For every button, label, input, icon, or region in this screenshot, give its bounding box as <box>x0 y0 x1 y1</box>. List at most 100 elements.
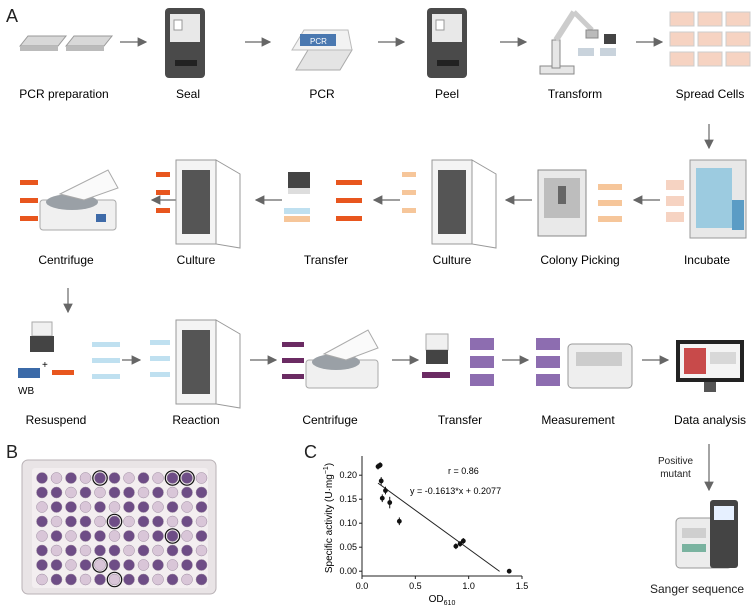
data-point <box>506 568 512 574</box>
plate-well <box>195 544 208 557</box>
workflow-diagram: PCR <box>18 8 751 427</box>
plate-well <box>94 515 106 528</box>
plate-well <box>166 573 179 586</box>
plate-well <box>50 486 63 499</box>
positive-mutant-label: Positive mutant <box>658 455 693 481</box>
x-axis-label: OD610 <box>429 594 456 606</box>
sanger-sequence-label: Sanger sequence <box>650 582 745 596</box>
plate-well <box>195 501 208 513</box>
step-label-seal: Seal <box>176 87 200 101</box>
plate-well <box>94 486 106 499</box>
plate-well <box>181 486 193 499</box>
plate-well <box>36 515 48 528</box>
plate-well <box>79 573 92 586</box>
step-label-transfer-2: Transfer <box>438 413 482 427</box>
well-grid <box>36 470 208 588</box>
annotation-equation: y = -0.1613*x + 0.2077 <box>410 486 501 496</box>
plate-well <box>123 472 135 484</box>
plate-well <box>181 515 193 528</box>
plate-well <box>50 559 63 571</box>
panel-label-b: B <box>6 442 19 462</box>
plate-well <box>50 544 63 557</box>
plate-well <box>79 544 92 557</box>
plate-well <box>108 530 121 542</box>
plate-well <box>79 530 92 542</box>
step-label-data-analysis: Data analysis <box>674 413 746 427</box>
step-label-reaction: Reaction <box>172 413 219 427</box>
y-axis-label: Specific activity (U·mg−1) <box>323 463 335 573</box>
plate-well <box>108 515 121 528</box>
data-point <box>378 478 384 484</box>
y-tick-label: 0.00 <box>339 566 357 576</box>
annotation-r: r = 0.86 <box>448 466 479 476</box>
plate-well <box>50 501 63 513</box>
step-label-culture-2: Culture <box>433 253 472 267</box>
x-tick-label: 0.0 <box>356 581 369 591</box>
plate-well <box>36 573 48 586</box>
plate-well <box>65 515 77 528</box>
plate-well <box>108 501 121 513</box>
plate-well <box>94 559 106 571</box>
step-label-colony-picking: Colony Picking <box>540 253 619 267</box>
plate-well <box>152 559 164 571</box>
plate-well <box>36 530 48 542</box>
plate-well <box>79 472 92 484</box>
plate-well <box>152 515 164 528</box>
step-label-measurement: Measurement <box>541 413 615 427</box>
chart-points <box>375 462 512 574</box>
plate-well <box>65 472 77 484</box>
plate-well <box>94 573 106 586</box>
plate-well <box>166 501 179 513</box>
step-label-spread-cells: Spread Cells <box>676 87 745 101</box>
plate-well <box>123 573 135 586</box>
plate-well <box>108 486 121 499</box>
centrifuge-icon-1 <box>39 169 119 231</box>
well-highlight-circle <box>179 470 195 486</box>
plate-well <box>50 515 63 528</box>
plate-well <box>79 501 92 513</box>
plate-well <box>65 486 77 499</box>
y-axis-label-close: ) <box>324 463 335 466</box>
plate-well <box>50 573 63 586</box>
sanger-area <box>675 444 738 569</box>
plate-well <box>137 544 150 557</box>
x-tick-label: 1.0 <box>462 581 475 591</box>
plate-well <box>181 559 193 571</box>
x-axis-label-main: OD <box>429 594 444 605</box>
plate-well <box>195 573 208 586</box>
pcr-machine-icon <box>291 29 353 71</box>
plate-well <box>79 515 92 528</box>
data-point <box>379 495 385 501</box>
plate-well <box>65 501 77 513</box>
y-tick-label: 0.05 <box>339 542 357 552</box>
x-axis-label-sub: 610 <box>444 600 456 606</box>
step-label-transfer-1: Transfer <box>304 253 348 267</box>
plate-well <box>195 486 208 499</box>
panel-label-c: C <box>304 442 317 462</box>
plate-well <box>36 486 48 499</box>
plate-well <box>123 530 135 542</box>
plate-well <box>137 559 150 571</box>
data-point <box>383 488 388 493</box>
sequencer-icon <box>675 500 738 569</box>
incubator-icon-1 <box>156 159 241 249</box>
y-tick-label: 0.20 <box>339 470 357 480</box>
incubator-icon-3 <box>666 159 747 239</box>
plate-well <box>79 486 92 499</box>
plate-well <box>94 544 106 557</box>
step-label-pcr-preparation: PCR preparation <box>19 87 108 101</box>
plate-well <box>108 544 121 557</box>
plate-well <box>166 530 179 542</box>
wb-label: WB <box>18 386 34 397</box>
x-tick-label: 1.5 <box>516 581 529 591</box>
plate-well <box>137 486 150 499</box>
plate-well <box>137 515 150 528</box>
plate-well <box>166 515 179 528</box>
plate-well <box>152 472 164 484</box>
positive-mutant-line-1: Positive <box>658 456 694 467</box>
robot-arm-icon <box>539 10 599 75</box>
plate-well <box>36 559 48 571</box>
plate-reader-icon <box>536 338 633 389</box>
peel-machine-icon <box>427 8 467 78</box>
